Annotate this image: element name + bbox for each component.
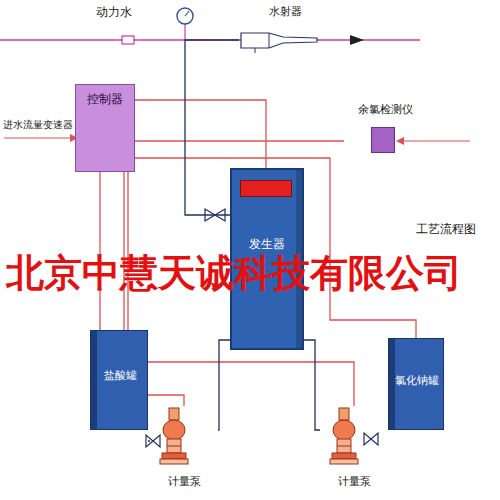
chlorine-analyser: 余氯检测仪 <box>344 102 426 154</box>
ejector-joint <box>269 33 270 48</box>
water-ejector: 水射器 <box>239 4 331 54</box>
connector-line <box>218 340 230 430</box>
analyser-body <box>371 127 395 153</box>
pump-head <box>163 420 185 440</box>
pump-body <box>337 439 351 453</box>
pump-body <box>167 439 181 453</box>
connector-line <box>304 340 320 430</box>
label-holder: 盐酸罐 <box>93 368 147 383</box>
label-holder: 发生器 <box>232 236 302 253</box>
signal-line <box>4 137 72 138</box>
metering-pump: 计量泵 <box>320 406 388 496</box>
flow-arrow <box>350 35 364 45</box>
valve-symbol <box>364 433 378 445</box>
display-panel <box>240 180 292 197</box>
metering-pump: 计量泵 <box>150 406 218 496</box>
node-label: 计量泵 <box>314 474 394 489</box>
node-label: 发生器 <box>232 236 302 253</box>
pump-base <box>332 453 356 459</box>
pump-band <box>337 446 351 447</box>
connector-line <box>135 140 344 141</box>
caption-text: 动力水 <box>96 4 132 21</box>
pump-foot <box>160 459 188 464</box>
valve-symbol <box>146 435 160 447</box>
node-label: 氯化钠罐 <box>391 373 443 388</box>
label-holder: 计量泵 <box>144 474 224 489</box>
controller-box: 控制器 <box>75 84 135 172</box>
pump-motor <box>169 408 179 420</box>
signal-label: 进水流量变速器 <box>3 118 73 132</box>
gauge-stem <box>184 24 185 40</box>
ejector-body <box>241 33 317 48</box>
node-label: 计量泵 <box>144 474 224 489</box>
ejector-inlet <box>255 48 256 53</box>
pump-foot <box>330 459 358 464</box>
watermark: 北京中慧天诚科技有限公司 <box>6 248 462 299</box>
gauge-needle <box>185 11 189 16</box>
pump-band <box>167 446 181 447</box>
pressure-gauge <box>177 8 193 24</box>
chemical-tank: 氯化钠罐 <box>388 338 444 430</box>
pipe-fitting <box>122 36 134 44</box>
pump-base <box>162 453 186 459</box>
node-label: 盐酸罐 <box>93 368 147 383</box>
pump-symbol <box>320 406 368 470</box>
sample-arrow <box>396 137 404 145</box>
sample-line <box>402 140 470 141</box>
connector-line <box>148 440 150 441</box>
node-label: 控制器 <box>76 91 134 108</box>
pump-head <box>333 420 355 440</box>
label-holder: 计量泵 <box>314 474 394 489</box>
node-label: 水射器 <box>239 4 331 19</box>
pump-motor <box>339 408 349 420</box>
chemical-tank: 盐酸罐 <box>90 330 148 430</box>
diagram-title: 工艺流程图 <box>416 221 476 238</box>
node-label: 余氯检测仪 <box>344 102 426 117</box>
label-holder: 氯化钠罐 <box>391 373 443 388</box>
pump-symbol <box>150 406 198 470</box>
